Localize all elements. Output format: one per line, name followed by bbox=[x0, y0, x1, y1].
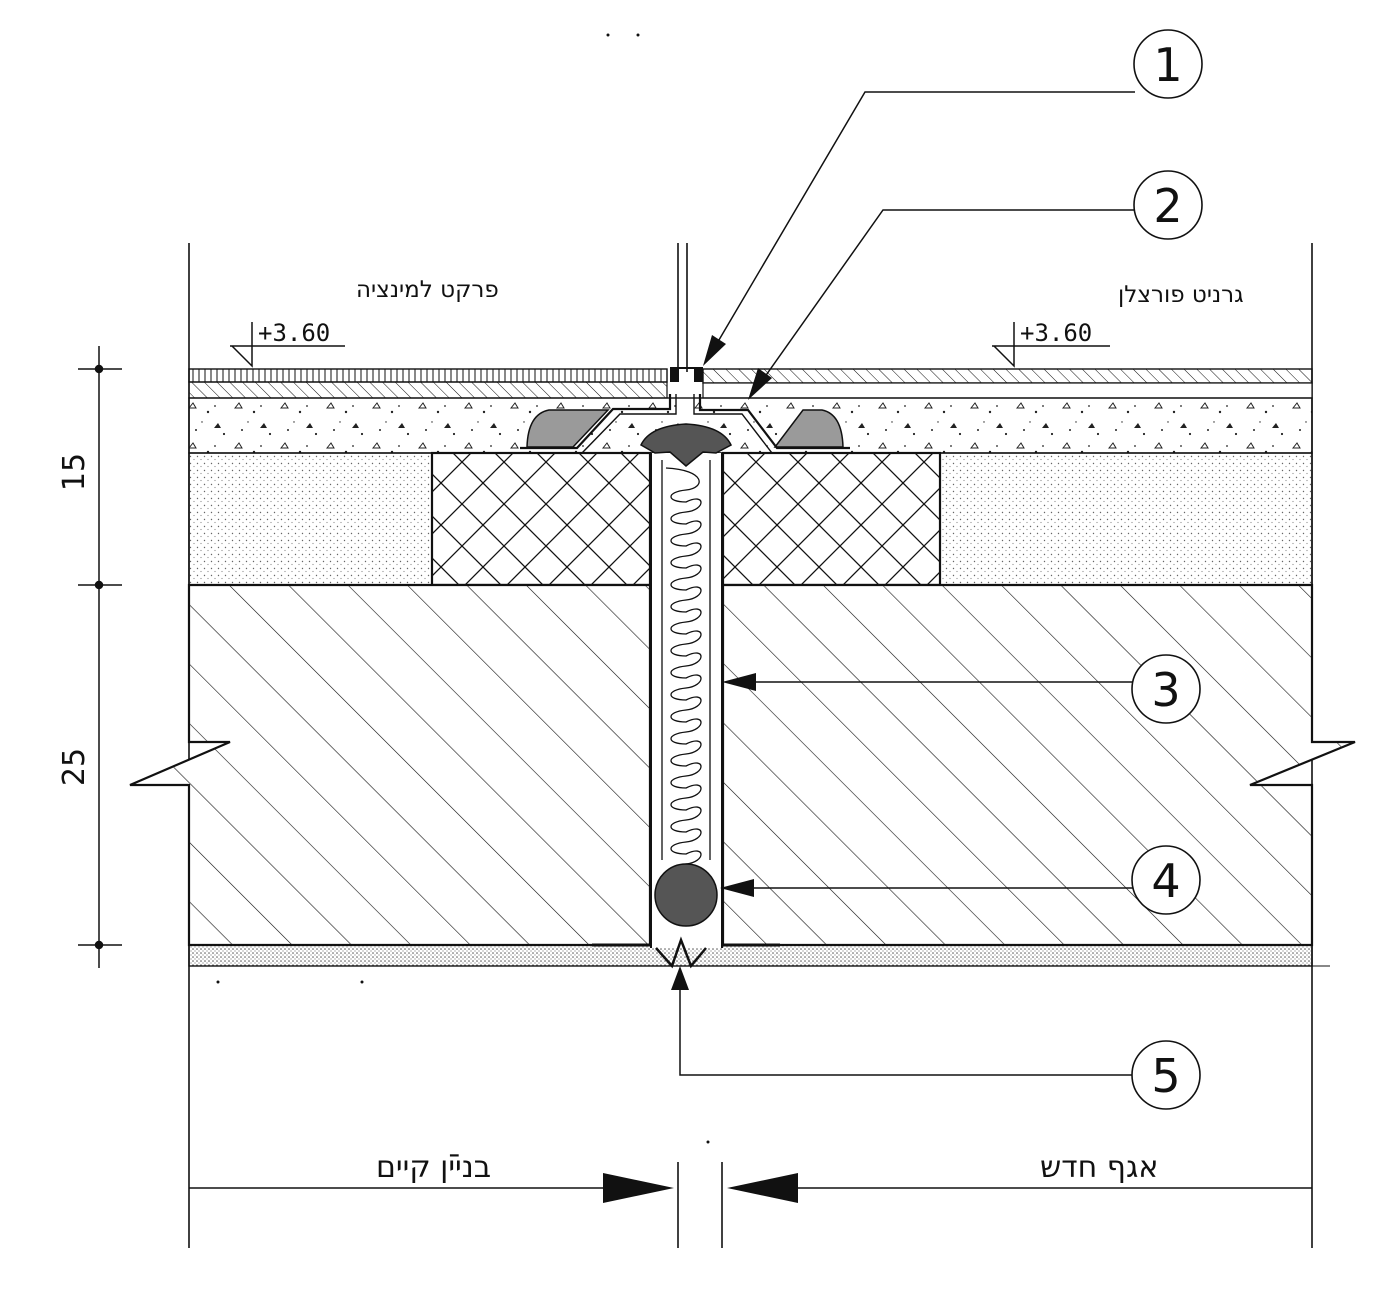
callout-5: 5 bbox=[1131, 1040, 1201, 1110]
callout-4: 4 bbox=[1131, 845, 1201, 915]
callout-leaders bbox=[679, 91, 1137, 1076]
top-seal-cap bbox=[640, 423, 732, 467]
callout-3-number: 3 bbox=[1151, 663, 1180, 717]
floor-finish-right bbox=[702, 368, 1313, 399]
dimension-lower: 25 bbox=[57, 748, 92, 786]
expansion-profile bbox=[520, 367, 850, 454]
existing-building-label: בנ̄יין קיים bbox=[376, 1150, 491, 1185]
callout-2: 2 bbox=[1133, 170, 1203, 240]
callout-1: 1 bbox=[1133, 29, 1203, 99]
floor-finish-left bbox=[188, 368, 668, 399]
level-right-text: +3.60 bbox=[1020, 319, 1092, 347]
callout-2-number: 2 bbox=[1153, 179, 1182, 233]
backer-rod bbox=[654, 863, 718, 927]
right-finish-label: גרניט פורצלן bbox=[1118, 282, 1244, 308]
callout-3: 3 bbox=[1131, 654, 1201, 724]
left-finish-label: פרקט למינציה bbox=[356, 277, 499, 303]
ceiling-plaster bbox=[188, 944, 1330, 967]
dimension-upper: 15 bbox=[57, 453, 92, 491]
joint-filler-coil bbox=[661, 460, 711, 877]
callout-arrowheads bbox=[671, 335, 772, 990]
level-marker-left bbox=[230, 322, 345, 368]
callout-4-number: 4 bbox=[1151, 854, 1180, 908]
insulation-blocks bbox=[430, 451, 942, 587]
slab-new bbox=[721, 583, 1356, 947]
slab-existing bbox=[129, 583, 652, 947]
vertical-dimension bbox=[78, 346, 122, 968]
callout-5-number: 5 bbox=[1151, 1049, 1180, 1103]
bottom-sealant bbox=[655, 936, 707, 969]
callout-1-number: 1 bbox=[1153, 38, 1182, 92]
level-left-text: +3.60 bbox=[258, 319, 330, 347]
gap-arrows bbox=[603, 1173, 798, 1203]
new-wing-label: אגף חדש bbox=[1040, 1150, 1158, 1185]
level-marker-right bbox=[992, 322, 1110, 368]
specks bbox=[216, 33, 710, 1144]
